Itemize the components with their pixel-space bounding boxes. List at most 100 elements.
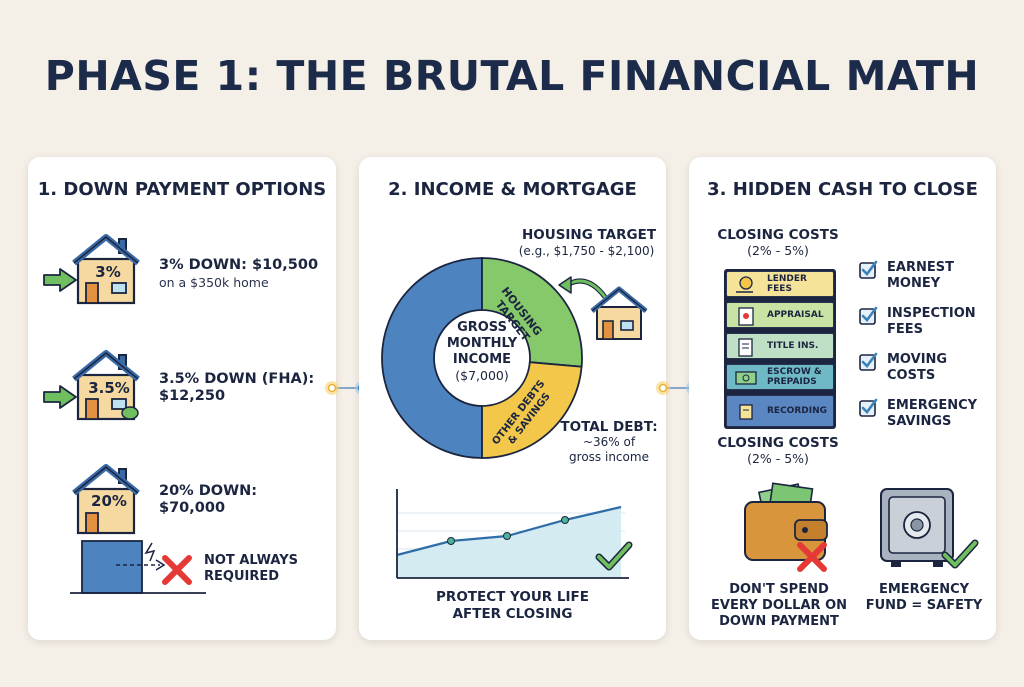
growth-line-chart bbox=[396, 489, 629, 579]
down-payment-card: 1. DOWN PAYMENT OPTIONS 3% 3% DOWN: $10,… bbox=[28, 157, 336, 640]
housing-target-example: (e.g., $1,750 - $2,100) bbox=[518, 244, 655, 258]
income-mortgage-heading: 2. INCOME & MORTGAGE bbox=[388, 179, 637, 200]
total-debt-label: TOTAL DEBT: ~36% of gross income bbox=[559, 420, 659, 465]
wallet-line3: DOWN PAYMENT bbox=[719, 614, 839, 629]
donut-center-line2: MONTHLY bbox=[446, 336, 518, 351]
x-mark-icon bbox=[162, 555, 192, 585]
closing-title-2: CLOSING COSTS bbox=[717, 435, 839, 451]
checkbox-checked-icon bbox=[859, 260, 878, 279]
checklist-label: EMERGENCY bbox=[887, 398, 978, 413]
checkmark-icon bbox=[941, 539, 979, 569]
closing-range: (2% - 5%) bbox=[747, 243, 809, 258]
total-debt-line2: gross income bbox=[569, 450, 649, 464]
option-sub-text: $12,250 bbox=[159, 388, 226, 404]
stack-label: TITLE INS. bbox=[767, 341, 819, 351]
page-title: PHASE 1: THE BRUTAL FINANCIAL MATH bbox=[44, 52, 980, 100]
emergency-fund-label: EMERGENCY FUND = SAFETY bbox=[859, 582, 989, 614]
donut-segment-other bbox=[381, 257, 483, 459]
stamp-icon bbox=[739, 404, 753, 420]
checklist-label-2: SAVINGS bbox=[887, 414, 952, 429]
checklist-label-2: COSTS bbox=[887, 368, 936, 383]
wallet-icon bbox=[744, 482, 828, 561]
total-debt-title: TOTAL DEBT: bbox=[560, 419, 658, 435]
housing-target-title: HOUSING TARGET bbox=[521, 227, 657, 243]
donut-center-label: GROSS MONTHLY INCOME ($7,000) bbox=[423, 320, 541, 384]
option-fha: 3.5% DOWN (FHA): $12,250 bbox=[159, 371, 314, 405]
checklist-label-2: FEES bbox=[887, 322, 924, 337]
not-required-line2: REQUIRED bbox=[204, 569, 280, 584]
stack-item-appraisal: APPRAISAL bbox=[726, 302, 834, 328]
option-main-text: 3% DOWN: $10,500 bbox=[159, 257, 319, 273]
income-mortgage-card: 2. INCOME & MORTGAGE HOUSING TARGET (e.g… bbox=[359, 157, 666, 640]
cash-to-close-card: 3. HIDDEN CASH TO CLOSE CLOSING COSTS (2… bbox=[689, 157, 996, 640]
protect-life-label: PROTECT YOUR LIFE AFTER CLOSING bbox=[359, 589, 666, 623]
closing-costs-label-top: CLOSING COSTS (2% - 5%) bbox=[703, 227, 853, 259]
stack-label: APPRAISAL bbox=[767, 310, 824, 320]
document-icon bbox=[738, 338, 753, 357]
closing-title: CLOSING COSTS bbox=[717, 227, 839, 243]
safe-icon bbox=[880, 488, 954, 567]
not-always-required-label: NOT ALWAYS REQUIRED bbox=[204, 553, 298, 585]
stack-label-2: PREPAIDS bbox=[767, 377, 817, 387]
donut-center-line3: INCOME bbox=[452, 352, 512, 367]
donut-segment-debts bbox=[481, 361, 583, 459]
checkbox-checked-icon bbox=[859, 352, 878, 371]
checklist-label: MOVING bbox=[887, 352, 948, 367]
checkmark-icon bbox=[595, 541, 633, 571]
donut-center-value: ($7,000) bbox=[455, 368, 509, 383]
arrow-right-icon bbox=[43, 268, 77, 292]
house-icon bbox=[590, 286, 648, 340]
stack-label: ESCROW & bbox=[767, 367, 822, 377]
house-icon bbox=[72, 234, 140, 305]
checkbox-checked-icon bbox=[859, 398, 878, 417]
stack-label: LENDER bbox=[767, 274, 807, 284]
checklist-label-2: MONEY bbox=[887, 276, 941, 291]
donut-segment-housing bbox=[481, 257, 583, 368]
total-debt-line1: ~36% of bbox=[582, 435, 636, 449]
stack-item-recording: RECORDING bbox=[726, 395, 834, 427]
closing-range-2: (2% - 5%) bbox=[747, 451, 809, 466]
house-icon bbox=[72, 464, 140, 535]
arrow-right-icon bbox=[43, 385, 77, 409]
donut-center-line1: GROSS bbox=[457, 320, 507, 335]
option-main-text: 3.5% DOWN (FHA): bbox=[159, 371, 315, 387]
x-mark-icon bbox=[797, 542, 827, 572]
income-donut-chart: HOUSING TARGET OTHER DEBTS & SAVINGS bbox=[381, 257, 583, 459]
clipboard-icon bbox=[738, 307, 754, 326]
stack-item-escrow: ESCROW &PREPAIDS bbox=[726, 364, 834, 390]
safe-line2: FUND = SAFETY bbox=[865, 598, 983, 613]
checklist-label: EARNEST bbox=[887, 260, 954, 275]
money-hand-icon bbox=[736, 276, 753, 293]
curved-arrow-icon bbox=[558, 276, 607, 299]
house-badge: 20% bbox=[91, 492, 127, 510]
wallet-line2: EVERY DOLLAR ON bbox=[711, 598, 847, 613]
house-badge: 3% bbox=[95, 263, 121, 281]
cash-icon bbox=[735, 371, 757, 385]
option-main-text: 20% DOWN: bbox=[159, 483, 258, 499]
stack-label: RECORDING bbox=[767, 406, 828, 416]
checkbox-checked-icon bbox=[859, 306, 878, 325]
option-sub-text: $70,000 bbox=[159, 500, 226, 516]
protect-line1: PROTECT YOUR LIFE bbox=[436, 589, 589, 605]
stack-label-2: FEES bbox=[767, 284, 792, 294]
dont-spend-label: DON'T SPEND EVERY DOLLAR ON DOWN PAYMENT bbox=[699, 582, 859, 630]
cash-to-close-heading: 3. HIDDEN CASH TO CLOSE bbox=[707, 179, 978, 200]
closing-costs-label-bottom: CLOSING COSTS (2% - 5%) bbox=[703, 435, 853, 467]
option-20-percent: 20% DOWN: $70,000 bbox=[159, 483, 257, 517]
stack-item-title-ins: TITLE INS. bbox=[726, 333, 834, 359]
house-icon bbox=[72, 350, 140, 421]
down-payment-block-icon bbox=[70, 540, 206, 594]
safe-line1: EMERGENCY bbox=[878, 582, 970, 597]
house-badge: 3.5% bbox=[88, 379, 130, 397]
not-required-line1: NOT ALWAYS bbox=[204, 553, 299, 568]
option-3-percent: 3% DOWN: $10,500 on a $350k home bbox=[159, 257, 318, 291]
protect-line2: AFTER CLOSING bbox=[452, 606, 573, 622]
option-sub-text: on a $350k home bbox=[159, 275, 269, 290]
down-payment-heading: 1. DOWN PAYMENT OPTIONS bbox=[37, 179, 327, 200]
